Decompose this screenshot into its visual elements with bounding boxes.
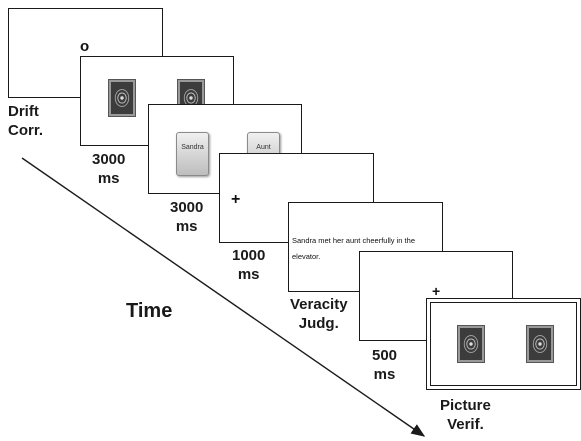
picture-card-icon — [527, 326, 553, 362]
label-picture-verification: Picture Verif. — [440, 397, 491, 433]
stimulus-sentence: Sandra met her aunt cheerfully in the el… — [292, 236, 415, 261]
frame-picture-verification — [426, 298, 581, 390]
name-button: Sandra — [176, 132, 209, 176]
label-buttons-duration: 3000 ms — [170, 199, 204, 235]
label-fixation-duration: 1000 ms — [232, 247, 266, 283]
picture-card-icon — [458, 326, 484, 362]
drift-target-glyph: o — [80, 38, 90, 55]
time-label: Time — [126, 300, 173, 322]
fixation-cross-glyph: + — [231, 191, 241, 208]
label-drift-correction: Drift Corr. — [8, 103, 44, 139]
picture-card-icon — [109, 80, 135, 116]
label-veracity-judgment: Veracity Judg. — [290, 296, 348, 332]
label-fixation-2-duration: 500 ms — [372, 347, 398, 383]
label-preview-duration: 3000 ms — [92, 151, 126, 187]
fixation-cross-glyph: + — [432, 283, 441, 299]
